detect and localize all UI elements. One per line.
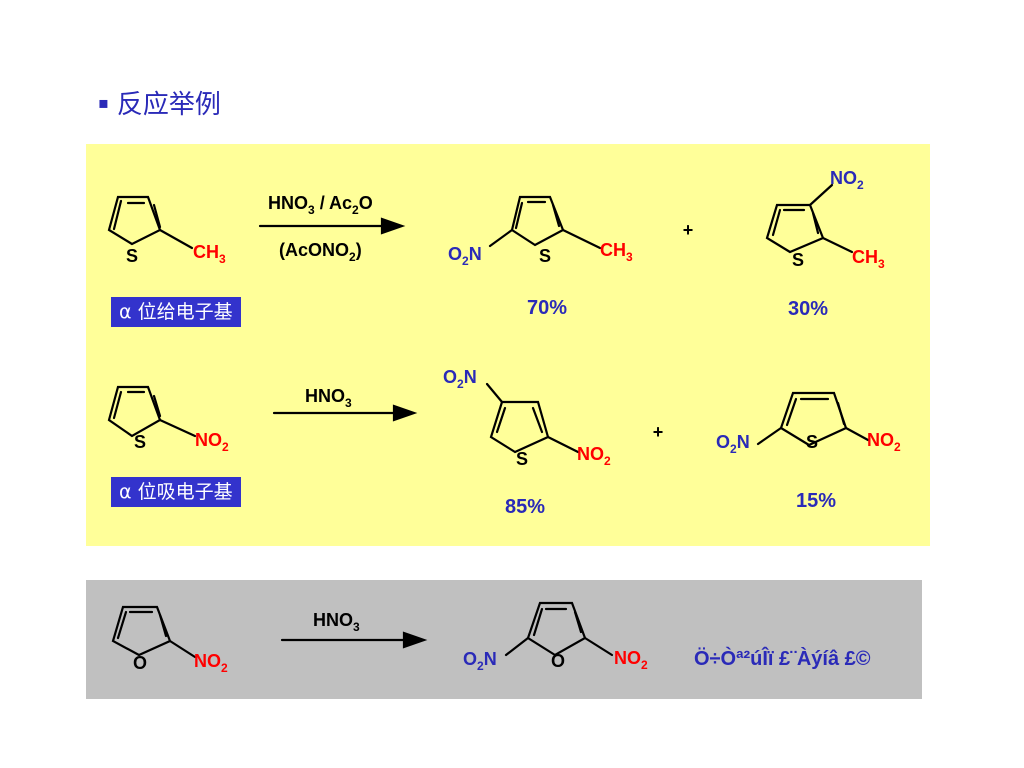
2-methylthiophene-structure bbox=[107, 195, 194, 250]
sulfur-atom-label: S bbox=[126, 246, 138, 266]
slide-heading: ▪ 反应举例 bbox=[98, 84, 221, 121]
nitro-group-label: O2N bbox=[463, 649, 497, 673]
sulfur-atom-label: S bbox=[806, 432, 818, 452]
reaction-arrow-1 bbox=[258, 217, 406, 235]
nitro-group-label: O2N bbox=[716, 432, 750, 456]
oxygen-atom-label: O bbox=[133, 653, 147, 673]
methyl-group-label: CH3 bbox=[193, 242, 226, 266]
methyl-group-label: CH3 bbox=[852, 247, 885, 271]
2-nitrofuran-structure bbox=[111, 605, 197, 659]
nitro-group-label: NO2 bbox=[867, 430, 901, 454]
plus-sign: + bbox=[683, 220, 694, 240]
reagent-nitric-acid: HNO3 bbox=[313, 610, 360, 634]
3-nitro-2-methylthiophene-structure bbox=[765, 183, 854, 254]
oxygen-atom-label: O bbox=[551, 651, 565, 671]
furan-example-panel bbox=[86, 580, 922, 699]
bullet-icon: ▪ bbox=[98, 93, 109, 112]
sulfur-atom-label: S bbox=[539, 246, 551, 266]
2-5-dinitrofuran-structure bbox=[504, 601, 614, 657]
nitro-group-label: NO2 bbox=[614, 648, 648, 672]
alpha-acceptor-group-label: α 位吸电子基 bbox=[111, 477, 241, 507]
nitro-group-label: NO2 bbox=[194, 651, 228, 675]
reagent-acetyl-nitrate: (AcONO2) bbox=[279, 240, 362, 264]
sulfur-atom-label: S bbox=[792, 250, 804, 270]
yield-major-2: 85% bbox=[505, 496, 546, 518]
reagent-nitric-acid: HNO3 bbox=[305, 386, 352, 410]
yield-minor-1: 30% bbox=[788, 298, 829, 320]
2-4-dinitrothiophene-structure bbox=[485, 382, 580, 454]
yield-minor-2: 15% bbox=[796, 490, 837, 512]
5-nitro-2-methylthiophene-structure bbox=[488, 195, 602, 250]
nitro-group-label: O2N bbox=[448, 244, 482, 268]
reaction-arrow-3 bbox=[280, 631, 428, 649]
nitro-group-label: NO2 bbox=[577, 444, 611, 468]
2-5-dinitrothiophene-structure bbox=[756, 391, 870, 447]
main-product-note: Ö÷Òª²úÎï £¨Àýíâ £© bbox=[694, 648, 871, 670]
alpha-donor-group-label: α 位给电子基 bbox=[111, 297, 241, 327]
heading-text: 反应举例 bbox=[116, 90, 221, 120]
reagent-nitric-acetic-anhydride: HNO3 / Ac2O bbox=[268, 193, 373, 217]
reaction-arrow-2 bbox=[272, 404, 418, 422]
plus-sign: + bbox=[653, 422, 664, 442]
sulfur-atom-label: S bbox=[516, 449, 528, 469]
nitro-group-label: NO2 bbox=[195, 430, 229, 454]
yield-major-1: 70% bbox=[527, 297, 568, 319]
methyl-group-label: CH3 bbox=[600, 240, 633, 264]
nitro-group-label: O2N bbox=[443, 367, 477, 391]
nitro-group-label: NO2 bbox=[830, 168, 864, 192]
sulfur-atom-label: S bbox=[134, 432, 146, 452]
2-nitrothiophene-structure bbox=[107, 385, 197, 438]
